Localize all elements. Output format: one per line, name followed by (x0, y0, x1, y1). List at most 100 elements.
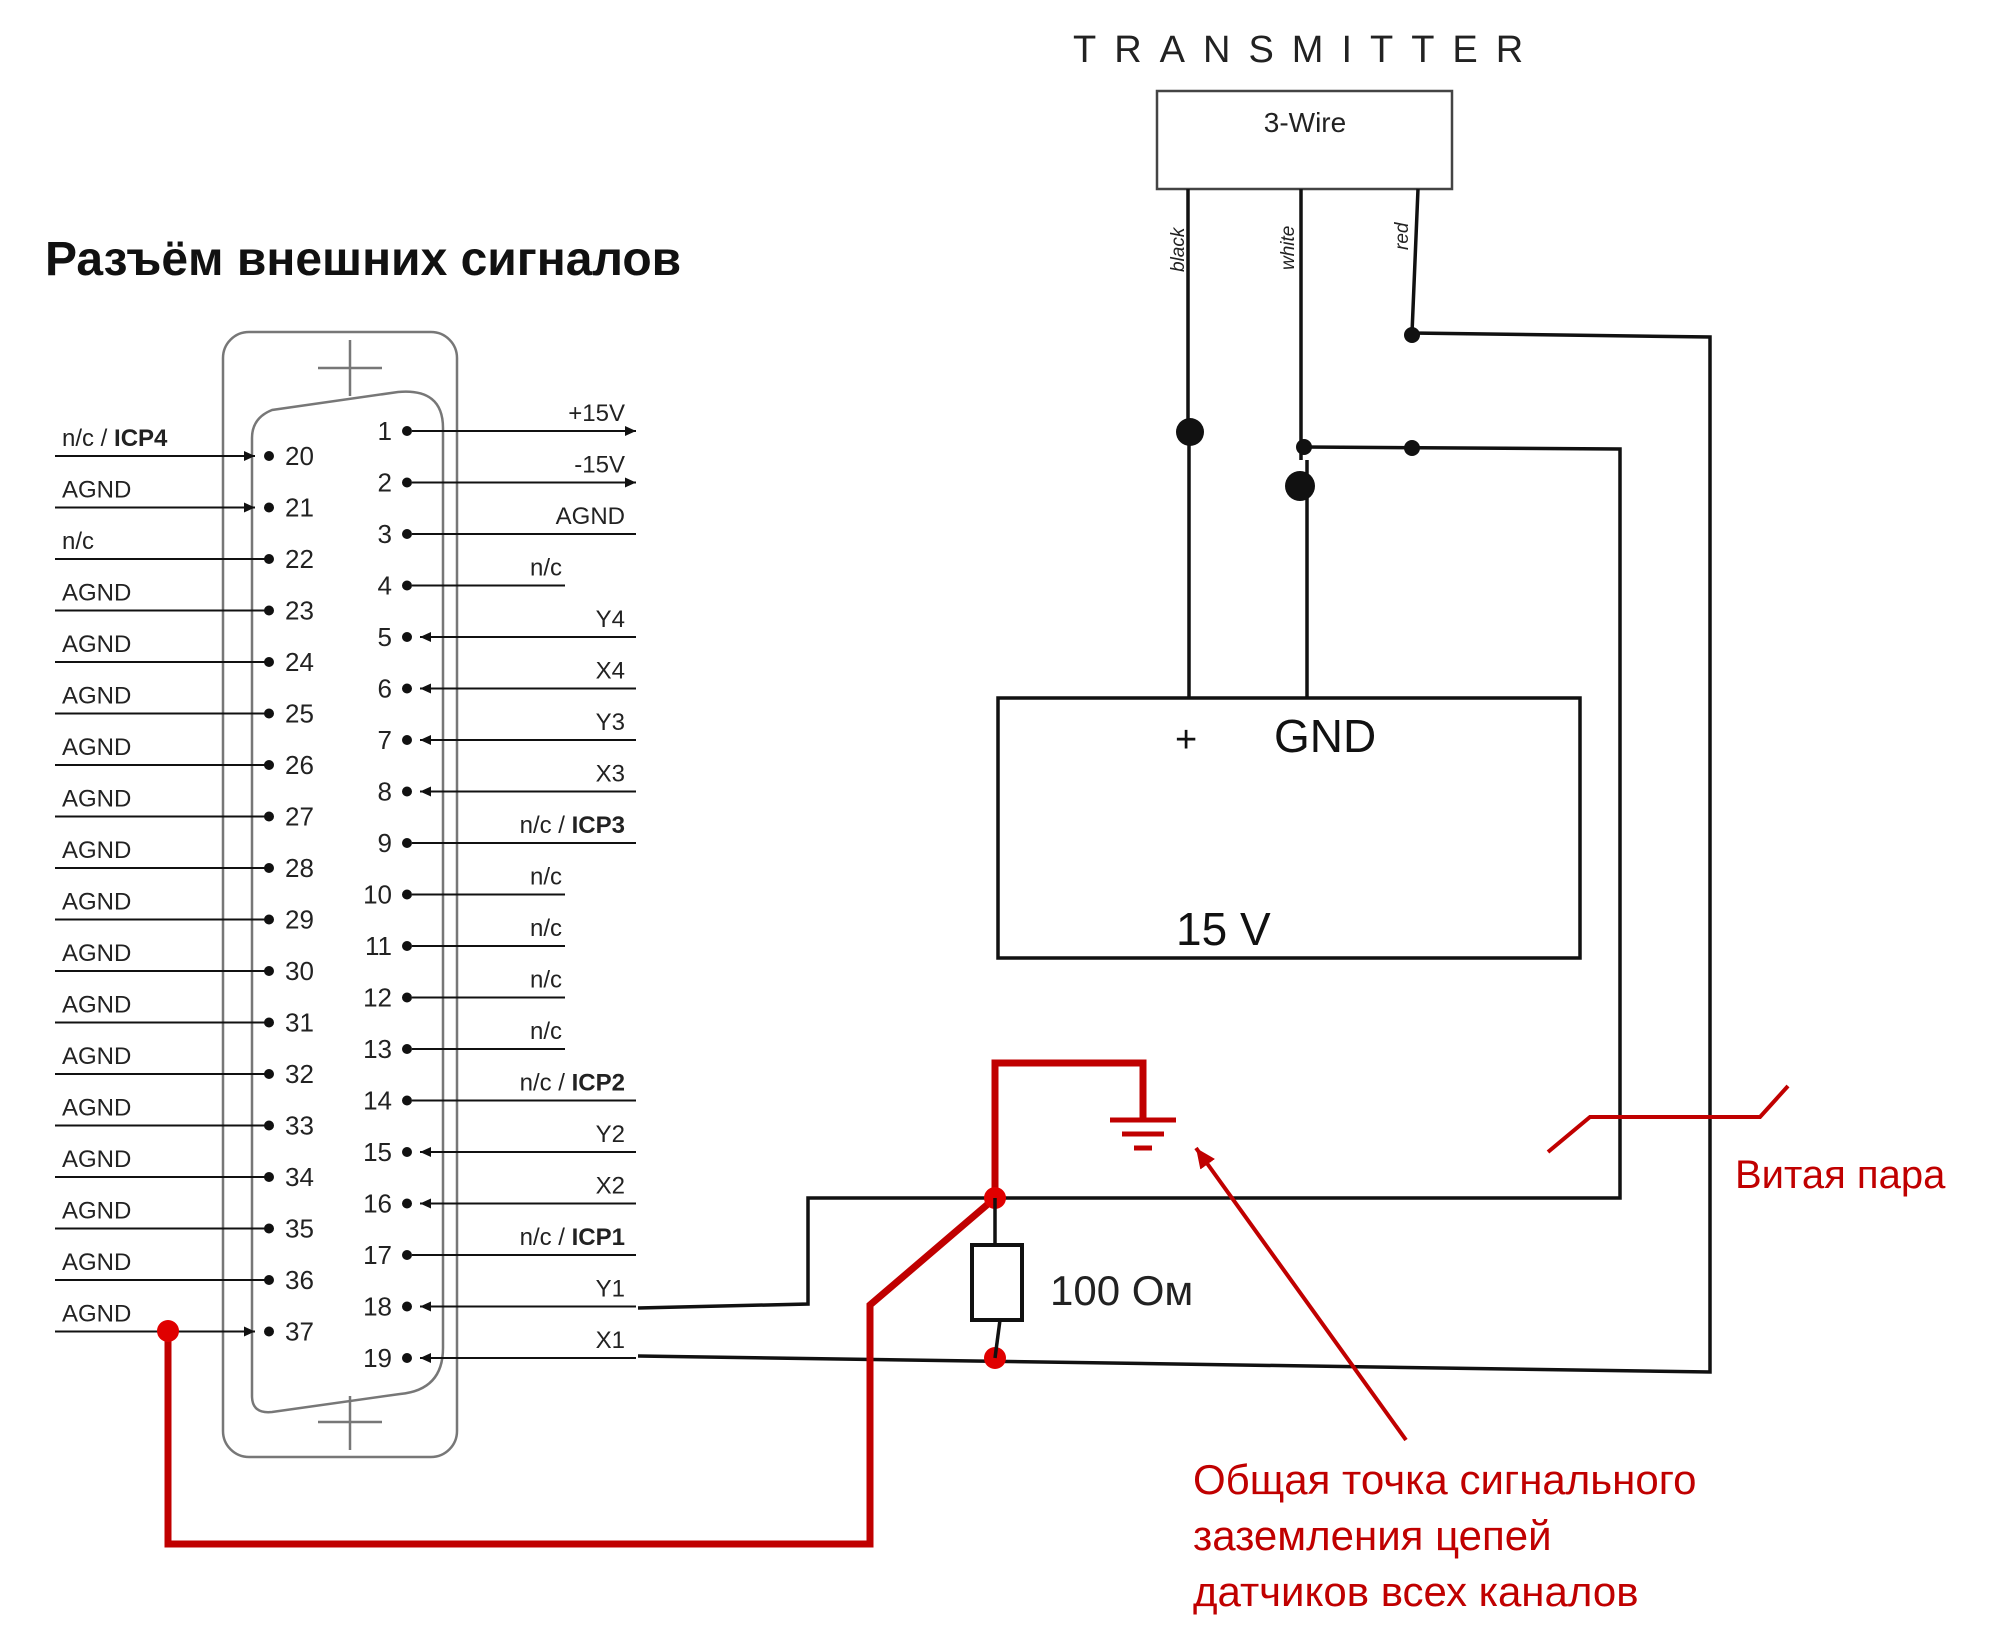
pin-33-label: AGND (62, 1095, 131, 1122)
pin-15-contact (402, 1147, 412, 1157)
pin-35-contact (264, 1223, 274, 1234)
pin-14-number: 14 (363, 1086, 392, 1116)
pin-30-label: AGND (62, 940, 131, 967)
pin-13: 13n/c (363, 1018, 565, 1064)
pin-31-label-text: AGND (62, 992, 131, 1019)
pin-36-contact (264, 1275, 274, 1285)
pin-23: 23 AGND (55, 580, 314, 626)
pin-8-label: X3 (596, 761, 625, 788)
pin-36-number: 36 (285, 1265, 314, 1295)
pin-31-label: AGND (62, 992, 131, 1019)
pin-26-label-text: AGND (62, 734, 131, 761)
twisted-pair-marker (1546, 1084, 1790, 1154)
pin-17-contact (402, 1250, 412, 1260)
pin-26-contact (264, 760, 274, 770)
wire-label-black: black (1168, 226, 1189, 272)
pin-35-label-text: AGND (62, 1198, 131, 1225)
pin-12-contact (402, 992, 412, 1003)
junction-white (1285, 471, 1315, 501)
pin-24: 24 AGND (55, 631, 314, 677)
pin-6-label: X4 (596, 658, 625, 685)
pin-25-number: 25 (285, 699, 314, 729)
pin-11-contact (402, 941, 412, 951)
pin-4: 4n/c (378, 555, 565, 601)
pin-23-label: AGND (62, 580, 131, 607)
pin-25-contact (264, 708, 274, 719)
pin-18-number: 18 (363, 1292, 392, 1322)
pin-33-number: 33 (285, 1111, 314, 1141)
pin-7-contact (402, 735, 412, 745)
pin-1-contact (402, 426, 412, 436)
pin-29-number: 29 (285, 905, 314, 935)
wire-white (1299, 189, 1309, 698)
pin-10-label: n/c (530, 864, 562, 891)
pin-7: 7Y3 (378, 709, 636, 755)
pin-9-contact (402, 838, 412, 848)
pin-22-contact (264, 554, 274, 564)
pin-11-label: n/c (530, 915, 562, 942)
pin-9-label-text: n/c / (520, 812, 572, 839)
pin-5-number: 5 (378, 622, 392, 652)
pin-31-contact (264, 1017, 274, 1028)
pin-22: 22n/c (55, 528, 314, 574)
pin-9-label: n/c / ICP3 (520, 812, 625, 839)
pin-23-contact (264, 605, 274, 616)
transmitter-box-label: 3-Wire (1264, 107, 1346, 138)
pin-2-number: 2 (378, 468, 392, 498)
pin-24-label-text: AGND (62, 631, 131, 658)
pin-23-number: 23 (285, 596, 314, 626)
pin-37-label-text: AGND (62, 1301, 131, 1328)
mounting-mark-bottom (318, 1396, 382, 1450)
pin-30-number: 30 (285, 956, 314, 986)
junction-white-right (1404, 440, 1420, 456)
pin-17-label-bold: ICP1 (572, 1224, 625, 1251)
pin-10-number: 10 (363, 880, 392, 910)
pin-24-number: 24 (285, 647, 314, 677)
pin-29-label: AGND (62, 889, 131, 916)
pin-6-label-text: X4 (596, 658, 625, 685)
pin-5: 5 Y4 (378, 606, 636, 652)
pin-20-label: n/c / ICP4 (62, 425, 168, 452)
power-supply-voltage: 15 V (1176, 903, 1271, 955)
pin-35-label: AGND (62, 1198, 131, 1225)
red-ground-wire (164, 1195, 998, 1548)
pin-2-contact (402, 477, 412, 488)
pin-17-label: n/c / ICP1 (520, 1224, 625, 1251)
left-pin-column: 20n/c / ICP421AGND22n/c23AGND24AGND25AGN… (55, 425, 314, 1347)
pin-25-label: AGND (62, 683, 131, 710)
pin-32-contact (264, 1069, 274, 1079)
pin-17-label-text: n/c / (520, 1224, 572, 1251)
ground-note-line-1: Общая точка сигнального (1193, 1456, 1697, 1503)
pin-14-label-text: n/c / (520, 1070, 572, 1097)
pin-27-contact (264, 811, 274, 822)
pin-34-number: 34 (285, 1162, 314, 1192)
pin-19-contact (402, 1353, 412, 1363)
wire-black (1186, 189, 1191, 698)
pin-6-contact (402, 683, 412, 694)
pin-5-label: Y4 (596, 606, 625, 633)
pin-29: 29 AGND (55, 889, 314, 935)
pin-7-number: 7 (378, 725, 392, 755)
pin-4-number: 4 (378, 571, 392, 601)
connector-title: Разъём внешних сигналов (45, 233, 681, 286)
pin-36: 36 AGND (55, 1249, 314, 1295)
pin-14: 14 n/c / ICP2 (363, 1070, 636, 1116)
junction-black (1176, 418, 1204, 446)
pin-14-label-bold: ICP2 (572, 1070, 625, 1097)
pin-36-label: AGND (62, 1249, 131, 1276)
pin-11: 11n/c (365, 915, 565, 961)
pin-17: 17n/c / ICP1 (363, 1224, 636, 1270)
pin-10: 10 n/c (363, 864, 565, 910)
pin-28-contact (264, 863, 274, 873)
pin-31-number: 31 (285, 1008, 314, 1038)
pin-1-number: 1 (378, 416, 392, 446)
pin-2-label: -15V (574, 452, 625, 479)
resistor-lead-bottom (993, 1319, 1002, 1359)
pin-31: 31 AGND (55, 992, 314, 1038)
pin-2: 2 -15V (378, 452, 636, 498)
